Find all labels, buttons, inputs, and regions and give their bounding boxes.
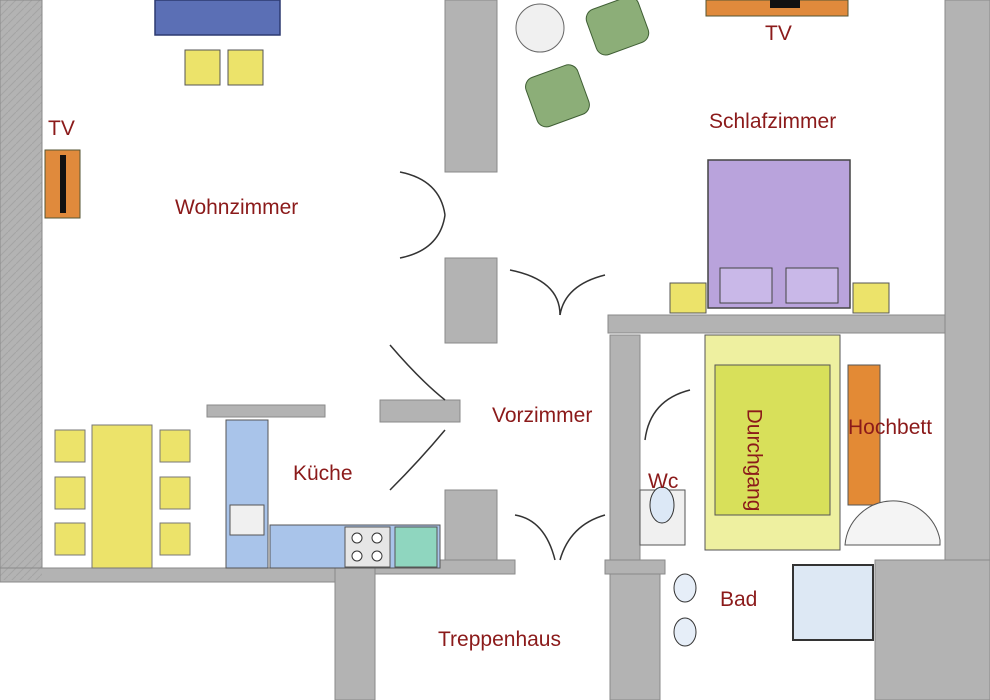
side-table-right [227,49,264,86]
wall-kitchen-vorzimmer [444,489,498,571]
round-table [515,3,565,53]
wall-vorzimmer-stub [379,399,461,423]
dining-table [91,424,153,569]
wall-texture [0,0,42,580]
wall-living-bedroom [444,0,498,173]
door-kitchen-vorzimmer-upper [389,344,446,401]
armchair-2 [525,64,590,128]
shower [792,564,874,641]
durchgang-furniture [704,334,941,551]
side-table-left [184,49,221,86]
spiral-stair [844,500,941,546]
tv-left-screen [60,155,66,213]
burner-3 [351,550,363,562]
wall-bad-right [874,559,990,700]
kueche-furniture [225,419,441,569]
door-treppenhaus-right [559,514,606,561]
nightstand-left [669,282,707,314]
sofa [154,0,281,36]
counter-vertical [225,419,269,569]
wall-right-outer [944,0,990,581]
dining-chair-r2 [159,476,191,510]
label-wohnzimmer: Wohnzimmer [175,196,299,219]
wall-kitchen-top [206,404,326,418]
bunk-mattress [714,364,831,516]
wall-wc-left [609,334,641,566]
dining-chair-l3 [54,522,86,556]
burner-2 [371,532,383,544]
label-bad: Bad [720,588,758,611]
label-wc: Wc [648,470,679,493]
toilet [649,486,675,524]
schlafzimmer-furniture [515,0,890,314]
wall-living-vorzimmer [444,257,498,344]
dining-chair-l2 [54,476,86,510]
doors [389,171,691,561]
wall-stair-left [334,567,376,700]
pillow-right [785,267,839,304]
nightstand-right [852,282,890,314]
door-wc [644,389,691,441]
label-treppenhaus: Treppenhaus [438,628,561,651]
hochbett-ladder [847,364,881,506]
armchair-1 [585,0,650,56]
door-vorzimmer-bedroom-2 [559,274,606,316]
label-tv-left: TV [48,117,75,140]
stove [344,526,391,568]
dining-chair-l1 [54,429,86,463]
wall-bedroom-bottom [607,314,949,334]
label-durchgang: Durchgang [742,408,766,512]
bad-furniture [639,486,874,647]
fridge [394,526,438,568]
door-vorzimmer-bedroom [509,269,561,316]
burner-1 [351,532,363,544]
label-kueche: Küche [293,462,353,485]
door-living-bedroom-upper [399,171,446,216]
dining-chair-r3 [159,522,191,556]
wohnzimmer-furniture [44,0,281,569]
sink-2 [673,617,697,647]
burner-4 [371,550,383,562]
label-hochbett: Hochbett [848,416,933,439]
sink-1 [673,573,697,603]
label-schlafzimmer: Schlafzimmer [709,110,837,133]
label-vorzimmer: Vorzimmer [492,404,593,427]
dining-chair-r1 [159,429,191,463]
door-kitchen-vorzimmer-lower [389,429,446,491]
wall-vorzimmer-bottom-right [604,559,666,575]
tv-top-screen [770,0,800,8]
door-treppenhaus-left [514,514,556,561]
sink [229,504,265,536]
wall-bottom-living [0,567,346,583]
door-living-bedroom-lower [399,214,446,259]
label-tv-top: TV [765,22,792,45]
pillow-left [719,267,773,304]
wall-bad-left [609,564,661,700]
